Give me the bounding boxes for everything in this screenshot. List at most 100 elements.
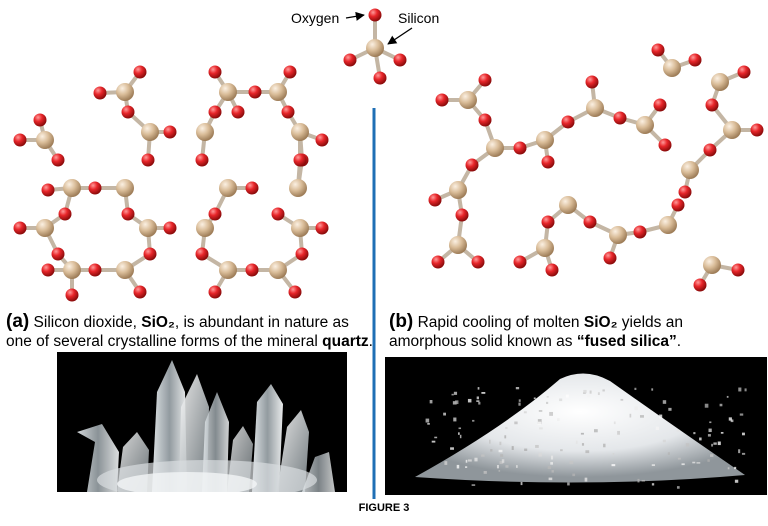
silica-grain: [699, 437, 702, 441]
silica-grain: [511, 446, 514, 450]
silica-grain: [515, 387, 520, 390]
silica-grain: [483, 470, 487, 474]
sio4-tetrahedron-model: [343, 8, 407, 85]
silicon-atom: [536, 131, 554, 149]
silicon-atom: [449, 181, 467, 199]
figure-label: FIGURE 3: [358, 502, 410, 514]
silica-grain: [639, 415, 644, 418]
silica-grain: [617, 430, 620, 435]
silica-grain: [634, 406, 638, 411]
oxygen-atom: [93, 86, 107, 100]
oxygen-atom: [671, 198, 685, 212]
silicon-atom: [711, 73, 729, 91]
oxygen-atom: [428, 193, 442, 207]
silica-grain: [444, 461, 448, 465]
oxygen-atom: [585, 75, 599, 89]
atoms: [343, 8, 407, 85]
oxygen-atom: [41, 183, 55, 197]
oxygen-atom: [133, 65, 147, 79]
panel-a-letter: (a): [6, 311, 30, 332]
silicon-atom: [723, 121, 741, 139]
panel-a-caption-text-2: , is abundant in nature as one of severa…: [6, 314, 349, 350]
panel-b-letter: (b): [389, 311, 414, 332]
panel-a-caption: (a) Silicon dioxide, SiO₂, is abundant i…: [6, 312, 376, 351]
silica-grain: [676, 429, 680, 432]
silica-grain: [620, 398, 624, 401]
silicon-pointer-arrow: [387, 27, 413, 45]
silica-grain: [535, 444, 539, 448]
oxygen-atom: [478, 113, 492, 127]
silica-grain: [425, 418, 430, 423]
silica-grain: [613, 421, 616, 425]
silica-grain: [443, 412, 446, 416]
oxygen-atom: [373, 71, 387, 85]
silicon-atom: [219, 179, 237, 197]
silicon-atom: [139, 219, 157, 237]
amorphous-silica-network: [428, 43, 764, 292]
silica-grain: [467, 398, 472, 403]
silica-grain: [548, 477, 553, 481]
oxygen-atom: [208, 207, 222, 221]
silica-grain: [465, 466, 468, 468]
oxygen-atom: [653, 98, 667, 112]
silicon-atom: [459, 91, 477, 109]
silica-grain: [572, 473, 576, 477]
oxygen-atom: [245, 181, 259, 195]
oxygen-atom: [88, 181, 102, 195]
oxygen-atom: [231, 105, 245, 119]
silica-grain: [707, 434, 711, 437]
oxygen-atom: [41, 263, 55, 277]
oxygen-atom: [651, 43, 665, 57]
oxygen-atom: [688, 53, 702, 67]
panel-a-formula: SiO₂: [141, 314, 175, 331]
silica-grain: [728, 417, 732, 421]
silica-grain: [676, 486, 680, 489]
silica-grain: [476, 396, 479, 400]
panel-a-mineral-name: quartz: [322, 333, 369, 350]
silica-grain: [539, 427, 543, 430]
silica-grain: [651, 483, 655, 486]
silicon-label: Silicon: [398, 10, 439, 26]
oxygen-atom: [208, 105, 222, 119]
silica-grain: [711, 443, 714, 447]
oxygen-atom: [51, 247, 65, 261]
silicon-atom: [449, 236, 467, 254]
silicon-atom: [636, 116, 654, 134]
silica-grain: [499, 441, 502, 446]
panel-a-caption-text-1: Silicon dioxide,: [29, 314, 142, 331]
silica-grain: [726, 395, 729, 398]
silica-grain: [738, 449, 741, 454]
oxygen-atom: [603, 251, 617, 265]
oxygen-atom: [315, 221, 329, 235]
silica-grain: [472, 419, 475, 422]
silica-grain: [597, 392, 600, 395]
silica-grain: [546, 401, 549, 404]
oxygen-atom: [343, 53, 357, 67]
oxygen-atom: [295, 247, 309, 261]
silica-grain: [549, 411, 554, 416]
silica-grain: [501, 459, 505, 463]
silica-grain: [546, 396, 549, 398]
silica-grain: [458, 432, 460, 435]
silica-grain: [709, 421, 712, 424]
oxygen-atom: [208, 285, 222, 299]
oxygen-atom: [583, 215, 597, 229]
oxygen-atom: [271, 207, 285, 221]
silica-grain: [677, 457, 681, 460]
silica-grain: [458, 427, 462, 430]
silica-grain: [612, 453, 615, 455]
silica-grain: [704, 403, 709, 408]
silica-grain: [547, 466, 552, 470]
silicon-atom: [116, 261, 134, 279]
panel-b-caption-text-3: .: [676, 333, 682, 350]
silicon-atom: [116, 83, 134, 101]
silica-grain: [471, 484, 476, 486]
silica-grain: [734, 466, 737, 470]
panel-b-caption: (b) Rapid cooling of molten SiO₂ yields …: [389, 312, 764, 351]
silica-grain: [518, 399, 521, 402]
oxygen-atom: [471, 255, 485, 269]
fused-silica-photo: [385, 357, 767, 495]
silicon-atom: [269, 261, 287, 279]
silica-grain: [668, 407, 672, 411]
oxygen-atom: [163, 221, 177, 235]
